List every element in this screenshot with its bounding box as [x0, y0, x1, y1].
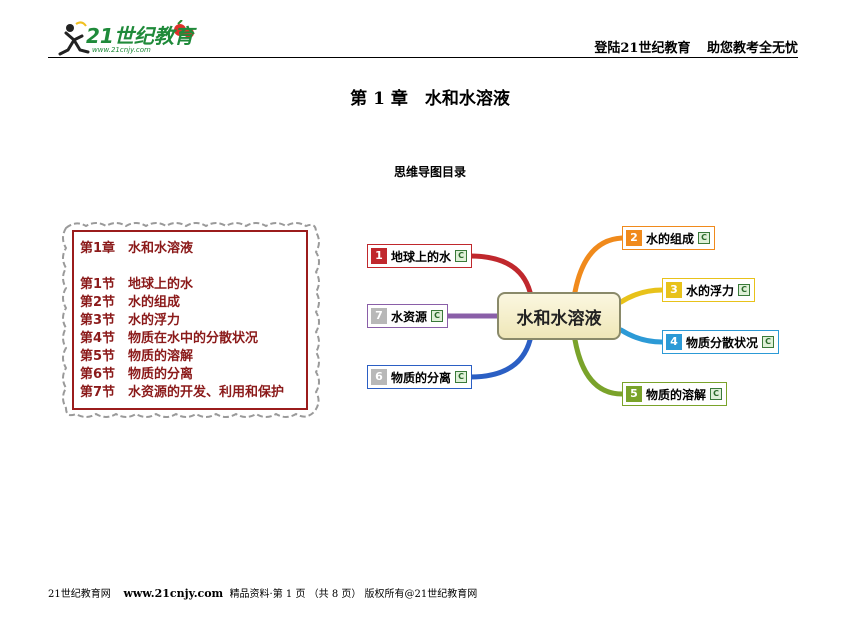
toc-section: 第6节 物质的分离	[80, 367, 194, 382]
footer-site: 21世纪教育网	[48, 589, 111, 600]
mindmap-node-5: 5 物质的溶解 C	[622, 382, 728, 406]
mindmap-center-node: 水和水溶液	[497, 292, 621, 340]
chapter-title: 第 1 章 水和水溶液	[350, 89, 510, 109]
mindmap-node-2: 2 水的组成 C	[622, 226, 716, 250]
toc-list: 第1章 水和水溶液 第1节 地球上的水 第2节 水的组成 第3节 水的浮力 第4…	[80, 240, 284, 402]
node-number: 5	[626, 386, 642, 402]
footer-url: www.21cnjy.com	[123, 587, 224, 600]
mindmap-node-4: 4 物质分散状况 C	[662, 330, 780, 354]
node-number: 2	[626, 230, 642, 246]
header-divider	[48, 57, 798, 58]
node-number: 6	[371, 369, 387, 385]
slogan-right: 助您教考全无忧	[706, 41, 798, 56]
page-footer: 21世纪教育网 www.21cnjy.com 精品资料·第 1 页 （共 8 页…	[48, 585, 477, 600]
node-label: 水的组成	[646, 231, 695, 246]
c-icon: C	[762, 336, 775, 348]
node-number: 4	[666, 334, 682, 350]
c-icon: C	[710, 388, 723, 400]
node-label: 水的浮力	[686, 283, 735, 298]
c-icon: C	[698, 232, 711, 244]
logo-text: 21世纪教育	[86, 24, 194, 48]
slogan-left: 登陆21世纪教育	[594, 41, 691, 56]
c-icon: C	[455, 250, 468, 262]
node-number: 3	[666, 282, 682, 298]
toc-section: 第7节 水资源的开发、利用和保护	[80, 385, 285, 400]
node-label: 物质分散状况	[686, 335, 759, 350]
mindmap-title: 思维导图目录	[393, 165, 466, 179]
toc-border	[72, 230, 308, 410]
node-number: 7	[371, 308, 387, 324]
node-label: 水资源	[391, 309, 428, 324]
toc-section: 第1节 地球上的水	[80, 277, 194, 292]
mindmap-node-6: 6 物质的分离 C	[367, 365, 473, 389]
logo-url: www.21cnjy.com	[92, 46, 151, 54]
node-label: 物质的溶解	[646, 387, 707, 402]
toc-section: 第4节 物质在水中的分散状况	[80, 331, 259, 346]
c-icon: C	[455, 371, 468, 383]
c-icon: C	[431, 310, 444, 322]
mindmap-node-1: 1 地球上的水 C	[367, 244, 473, 268]
toc-section: 第2节 水的组成	[80, 295, 181, 310]
branch-4	[618, 327, 665, 345]
c-icon: C	[738, 284, 751, 296]
footer-info: 精品资料·第 1 页 （共 8 页） 版权所有@21世纪教育网	[229, 589, 478, 600]
header-slogan: 登陆21世纪教育 助您教考全无忧	[582, 37, 798, 56]
branch-3	[618, 287, 665, 305]
toc-wavy-frame	[62, 222, 320, 418]
toc-section: 第3节 水的浮力	[80, 313, 181, 328]
node-label: 地球上的水	[391, 249, 452, 264]
branch-5	[572, 337, 625, 397]
branch-6	[467, 337, 533, 380]
logo-runner-icon	[58, 20, 194, 56]
mindmap-node-3: 3 水的浮力 C	[662, 278, 756, 302]
node-label: 物质的分离	[391, 370, 452, 385]
branch-2	[572, 235, 625, 295]
mindmap-node-7: 7 水资源 C	[367, 304, 449, 328]
toc-chapter: 第1章 水和水溶液	[80, 241, 194, 256]
node-number: 1	[371, 248, 387, 264]
toc-section: 第5节 物质的溶解	[80, 349, 194, 364]
branch-1	[467, 253, 533, 295]
